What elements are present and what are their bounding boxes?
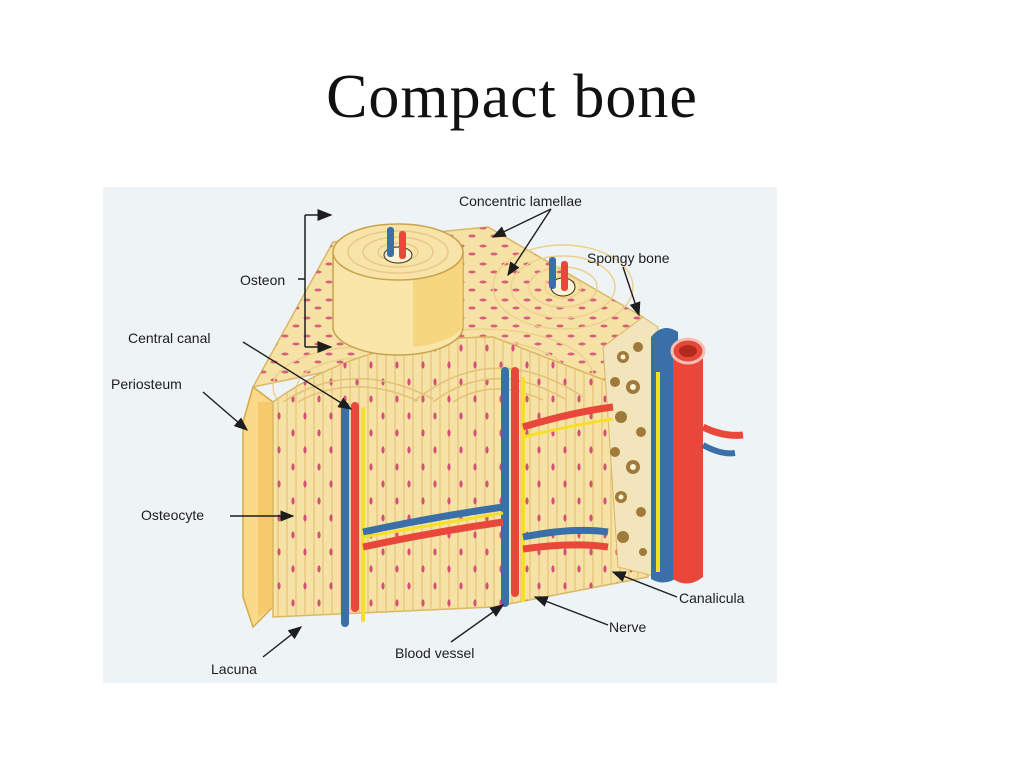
large-blood-vessel: [651, 328, 744, 584]
pointer-lines: [202, 208, 678, 658]
slide-title: Compact bone: [326, 63, 698, 131]
label-blood-vessel: Blood vessel: [395, 645, 474, 661]
label-nerve: Nerve: [609, 619, 647, 635]
front-vessels: [341, 367, 614, 627]
label-spongy-bone: Spongy bone: [587, 250, 670, 266]
label-periosteum: Periosteum: [111, 376, 182, 392]
compact-bone-diagram: Concentric lamellae Spongy bone Osteon C…: [103, 187, 777, 683]
spongy-bone-region: [602, 316, 659, 578]
osteon-cylinder: [332, 223, 464, 356]
label-osteon: Osteon: [240, 272, 285, 288]
osteon-bracket: [298, 209, 333, 353]
label-concentric-lamellae: Concentric lamellae: [459, 193, 582, 209]
bone-front-face: [272, 336, 649, 618]
diagram-svg: Concentric lamellae Spongy bone Osteon C…: [111, 193, 745, 677]
periosteum-wall: [242, 385, 274, 629]
osteon-vessels: [387, 227, 568, 291]
label-canalicula: Canalicula: [679, 590, 745, 606]
label-lacuna: Lacuna: [211, 661, 257, 677]
label-central-canal: Central canal: [128, 330, 211, 346]
label-osteocyte: Osteocyte: [141, 507, 204, 523]
